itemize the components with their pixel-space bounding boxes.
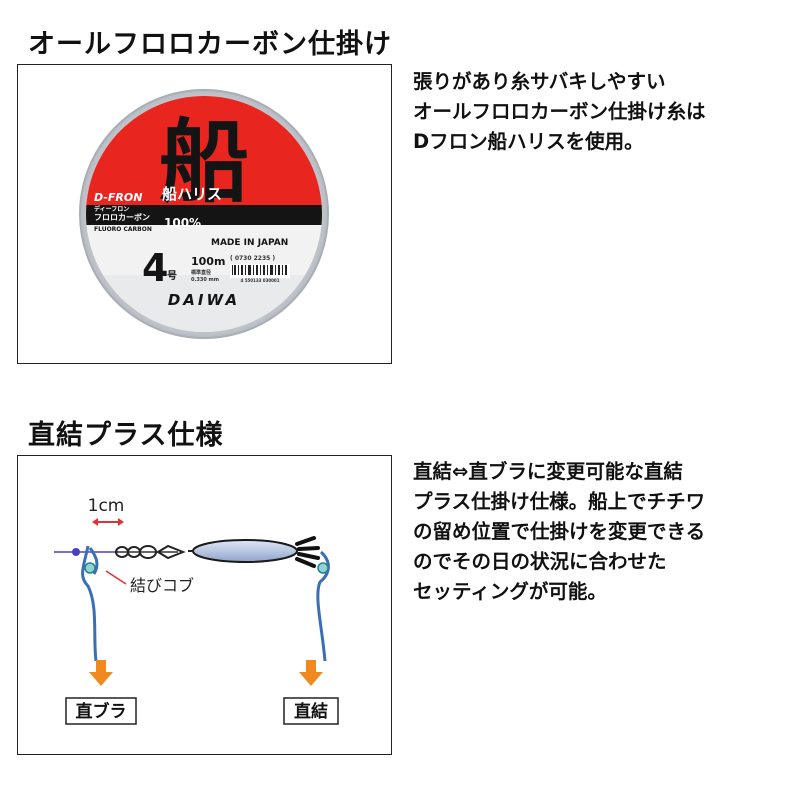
spool-code: ( 0730 2235 ) <box>230 255 275 262</box>
spool-barcode <box>230 264 290 278</box>
left-branch-line <box>81 545 98 662</box>
description-line: の留め位置で仕掛けを変更できる <box>413 520 706 543</box>
spool-material-jp: フロロカーボン <box>94 212 150 222</box>
swivel <box>115 544 186 560</box>
callout-leader <box>105 570 127 585</box>
spool-diameter-label: 標準直径 <box>191 269 211 276</box>
dimension-arrow <box>92 518 124 526</box>
spool-made-in: MADE IN JAPAN <box>211 238 288 248</box>
product-image-frame: 船 D-FRON ディーフロン 船ハリス 100m フロロカーボン FLUORO… <box>17 64 392 364</box>
spool-kanji: 船 <box>159 110 249 215</box>
spool-diameter: 0.330 mm <box>191 277 219 283</box>
rig-diagram: 1cm <box>54 496 339 725</box>
section-heading-fluorocarbon: オールフロロカーボン仕掛け <box>28 29 392 60</box>
spool-maker-logo: DAIWA <box>168 291 240 309</box>
description-line: セッティングが可能。 <box>413 580 607 603</box>
spool-brand-logo: D-FRON <box>94 191 142 204</box>
jig-hooks <box>295 536 320 568</box>
right-branch-line <box>316 550 330 662</box>
spool-size: 4 <box>142 246 168 290</box>
spool-barcode-number: 4 550133 030001 <box>241 278 280 283</box>
spool-size-unit: 号 <box>167 270 177 282</box>
spool-percent: 100% <box>164 216 201 230</box>
description-line: プラス仕掛け仕様。船上でチチワ <box>413 490 706 513</box>
right-label-box <box>283 697 339 725</box>
description-line: 張りがあり糸サバキしやすい <box>413 70 666 93</box>
spool-brand-kana: ディーフロン <box>94 205 129 213</box>
diagram-frame: 1cm <box>17 455 392 755</box>
jig-body <box>192 539 298 563</box>
left-label: 直ブラ <box>76 701 127 722</box>
spool-product-name: 船ハリス <box>162 185 222 203</box>
fluorocarbon-description: 張りがあり糸サバキしやすい オールフロロカーボン仕掛け糸は Dフロン船ハリスを使… <box>413 67 706 157</box>
chokketsu-plus-description: 直結⇔直ブラに変更可能な直結 プラス仕掛け仕様。船上でチチワ の留め位置で仕掛け… <box>413 457 705 607</box>
spool-image: 船 D-FRON ディーフロン 船ハリス 100m フロロカーボン FLUORO… <box>79 89 329 339</box>
description-line: 直結⇔直ブラに変更可能な直結 <box>413 460 683 483</box>
left-label-box <box>65 697 137 725</box>
right-label: 直結 <box>294 701 328 722</box>
dimension-label: 1cm <box>88 496 125 516</box>
knot-dot <box>72 548 80 556</box>
knot-callout-label: 結びコブ <box>130 576 194 595</box>
spool-length-big: 100m <box>232 201 307 229</box>
description-line: Dフロン船ハリスを使用。 <box>413 130 644 153</box>
description-line: オールフロロカーボン仕掛け糸は <box>413 100 706 123</box>
spool-material-en: FLUORO CARBON <box>94 226 152 233</box>
left-down-arrow <box>89 660 113 686</box>
spool-length-small: 100m <box>191 255 225 268</box>
section-heading-chokketsu-plus: 直結プラス仕様 <box>28 420 224 451</box>
description-line: のでその日の状況に合わせた <box>413 550 667 573</box>
right-down-arrow <box>299 660 323 686</box>
